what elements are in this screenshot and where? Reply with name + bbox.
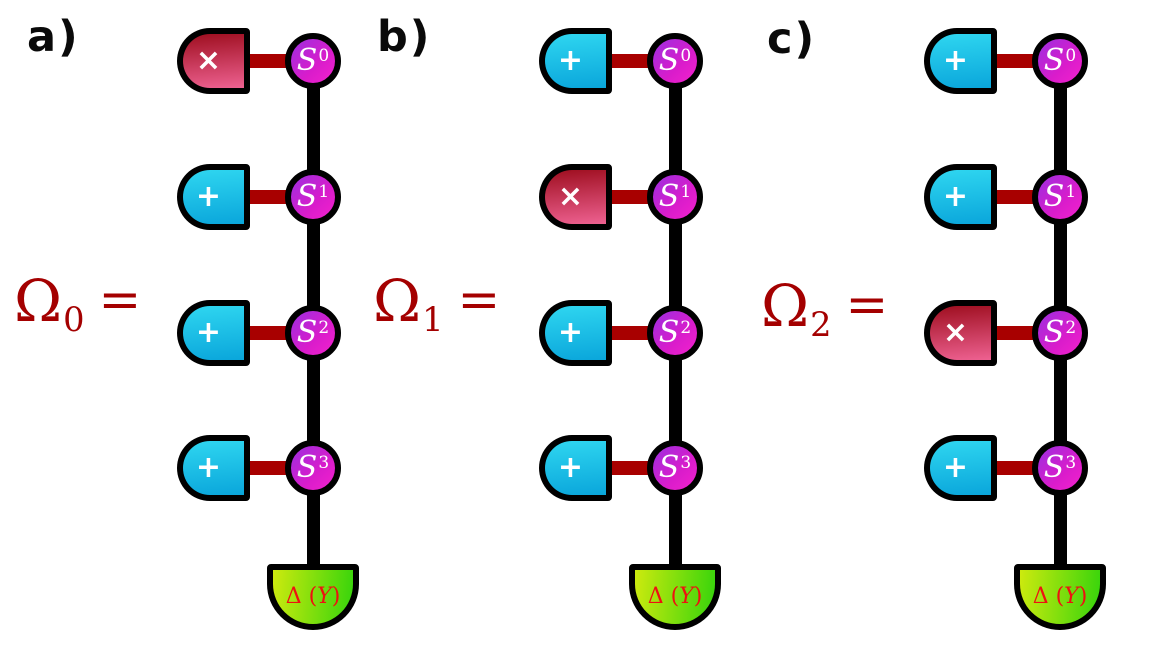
gate-symbol-icon: +: [195, 179, 222, 214]
multiply-gate: ×: [539, 164, 612, 230]
node-name: S: [296, 315, 318, 350]
site-node: S0: [1032, 33, 1088, 89]
add-gate: +: [924, 435, 997, 501]
add-gate: +: [539, 435, 612, 501]
gate-symbol-icon: +: [942, 450, 969, 485]
node-superscript: 1: [1065, 181, 1077, 202]
gate-symbol-icon: +: [195, 450, 222, 485]
gate-symbol-icon: +: [195, 315, 222, 350]
add-gate: +: [177, 300, 250, 366]
omega-symbol: Ω: [14, 267, 63, 335]
gate-connector: [603, 326, 655, 340]
omega-subscript: 1: [422, 300, 444, 340]
gate-symbol-icon: +: [557, 43, 584, 78]
add-gate: +: [177, 435, 250, 501]
node-superscript: 3: [1065, 452, 1077, 473]
site-node: S1: [647, 169, 703, 225]
site-node: S2: [285, 305, 341, 361]
node-name: S: [296, 450, 318, 485]
gate-symbol-icon: ×: [557, 179, 584, 214]
gate-connector: [603, 190, 655, 204]
site-node: S1: [1032, 169, 1088, 225]
gate-symbol-icon: ×: [195, 43, 222, 78]
gate-connector: [988, 190, 1040, 204]
omega-symbol: Ω: [373, 267, 422, 335]
multiply-gate: ×: [177, 28, 250, 94]
site-node: S2: [1032, 305, 1088, 361]
panel-label: c): [767, 14, 817, 64]
gate-symbol-icon: ×: [942, 315, 969, 350]
site-node: S0: [647, 33, 703, 89]
omega-subscript: 2: [810, 305, 832, 345]
gate-connector: [241, 461, 293, 475]
equals-sign: =: [98, 270, 142, 330]
omega-subscript: 0: [63, 300, 85, 340]
site-node: S1: [285, 169, 341, 225]
terminal-label: Δ (Y): [647, 584, 703, 609]
node-superscript: 2: [1065, 317, 1077, 338]
node-superscript: 3: [680, 452, 692, 473]
gate-connector: [241, 190, 293, 204]
node-superscript: 2: [680, 317, 692, 338]
add-gate: +: [924, 28, 997, 94]
site-node: S3: [1032, 440, 1088, 496]
add-gate: +: [177, 164, 250, 230]
gate-connector: [603, 54, 655, 68]
gate-connector: [988, 326, 1040, 340]
gate-symbol-icon: +: [557, 315, 584, 350]
gate-connector: [241, 326, 293, 340]
node-name: S: [296, 179, 318, 214]
node-name: S: [658, 43, 680, 78]
node-name: S: [1043, 43, 1065, 78]
node-superscript: 0: [318, 45, 330, 66]
node-superscript: 2: [318, 317, 330, 338]
node-superscript: 1: [318, 181, 330, 202]
gate-symbol-icon: +: [557, 450, 584, 485]
gate-connector: [603, 461, 655, 475]
equals-sign: =: [457, 270, 501, 330]
multiply-gate: ×: [924, 300, 997, 366]
gate-connector: [988, 54, 1040, 68]
omega-equation: Ω1=: [373, 272, 500, 337]
omega-symbol: Ω: [761, 272, 810, 340]
omega-equation: Ω0=: [14, 272, 141, 337]
node-superscript: 0: [680, 45, 692, 66]
node-name: S: [1043, 179, 1065, 214]
add-gate: +: [539, 28, 612, 94]
node-name: S: [658, 450, 680, 485]
node-name: S: [296, 43, 318, 78]
panel-label: b): [377, 12, 432, 62]
site-node: S3: [647, 440, 703, 496]
site-node: S3: [285, 440, 341, 496]
gate-connector: [988, 461, 1040, 475]
terminal-label: Δ (Y): [285, 584, 341, 609]
add-gate: +: [539, 300, 612, 366]
gate-connector: [241, 54, 293, 68]
site-node: S2: [647, 305, 703, 361]
node-name: S: [658, 179, 680, 214]
node-superscript: 1: [680, 181, 692, 202]
equals-sign: =: [845, 275, 889, 335]
terminal-delta: Δ (Y): [1014, 564, 1106, 630]
node-superscript: 0: [1065, 45, 1077, 66]
terminal-label: Δ (Y): [1032, 584, 1088, 609]
node-name: S: [658, 315, 680, 350]
omega-equation: Ω2=: [761, 277, 888, 342]
site-node: S0: [285, 33, 341, 89]
gate-symbol-icon: +: [942, 43, 969, 78]
add-gate: +: [924, 164, 997, 230]
panel-label: a): [27, 12, 80, 62]
node-name: S: [1043, 450, 1065, 485]
node-name: S: [1043, 315, 1065, 350]
node-superscript: 3: [318, 452, 330, 473]
gate-symbol-icon: +: [942, 179, 969, 214]
